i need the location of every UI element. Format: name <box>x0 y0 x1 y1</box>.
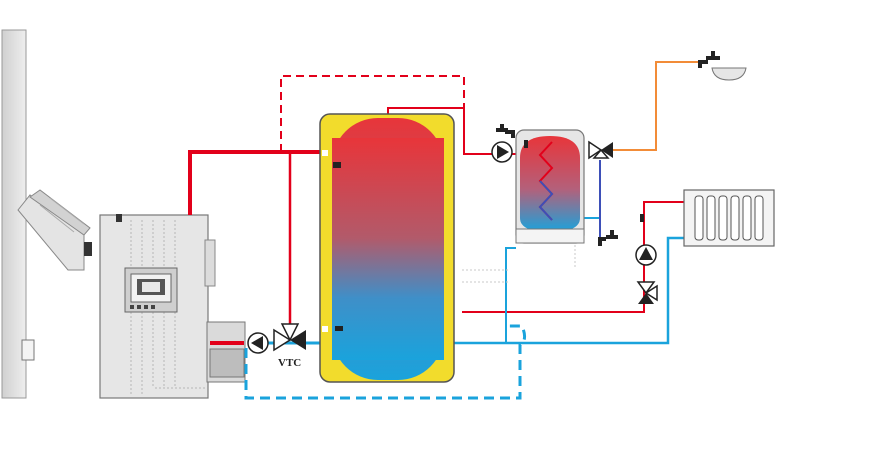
three-way-valve-dhw-icon <box>588 140 613 160</box>
water-tap-icon <box>698 51 747 81</box>
dhw-tank-icon <box>515 129 585 244</box>
water-tap-icon <box>598 230 618 246</box>
valve-label: VTC <box>278 357 301 369</box>
guide-lines <box>462 245 576 283</box>
pump-heating-icon <box>635 244 657 266</box>
boiler-control-panel <box>124 267 178 313</box>
radiator-icon <box>640 189 775 247</box>
chimney-cleanout <box>21 339 35 361</box>
dhw-pipe <box>608 61 700 151</box>
pump-boiler-icon <box>247 332 269 354</box>
bypass-dashed-blue <box>244 324 527 400</box>
water-tap-icon <box>496 124 515 138</box>
flue-pipe-icon <box>17 189 92 271</box>
boiler-icon <box>99 214 246 399</box>
bypass-dashed-red <box>280 75 465 152</box>
three-way-valve-vtc-icon <box>273 323 306 352</box>
buffer-tank-icon <box>319 113 455 383</box>
three-way-valve-heating-icon <box>636 281 658 304</box>
sink-icon <box>711 67 747 81</box>
pump-dhw-icon <box>491 141 513 163</box>
